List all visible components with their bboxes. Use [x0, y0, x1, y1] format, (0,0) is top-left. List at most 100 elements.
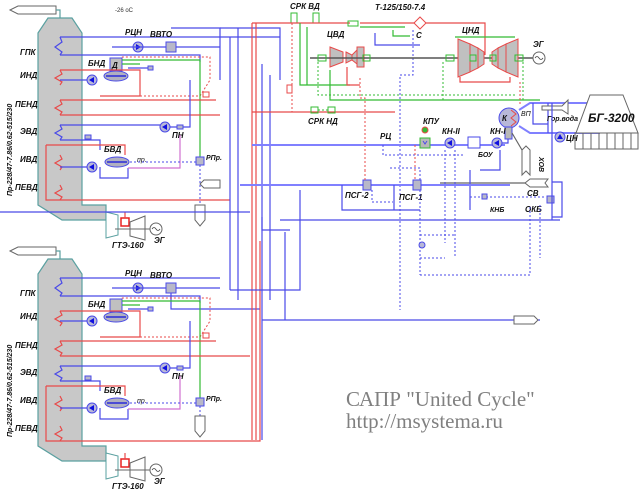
drain-arrow-1: [194, 204, 206, 227]
hp-cylinder-cvd: [329, 46, 344, 68]
section-evd-2: ЭВД: [20, 368, 38, 377]
knb-label: КНБ: [490, 207, 504, 214]
c-label: С: [416, 31, 422, 40]
bnd-label-1: БНД: [88, 59, 105, 68]
rpr-separator-2: [195, 397, 205, 407]
drain-pump: [418, 241, 426, 249]
section-gpk-2: ГПК: [20, 289, 37, 298]
turbine-eg-label: ЭГ: [533, 40, 545, 49]
hrsg-boiler-1: [37, 17, 107, 221]
steam-turbine: Т-125/150-7.4 СРК ВД СРК НД ЦВД ЦНД С: [252, 2, 546, 310]
kpu-label: КПУ: [423, 117, 440, 126]
bou-label: БОУ: [478, 152, 494, 159]
knb-valve: [481, 193, 488, 200]
gte-label-2: ГТЭ-160: [112, 482, 144, 491]
section-pend-2: ПЕНД: [15, 341, 38, 350]
sv-arrow: [524, 178, 549, 188]
outlet-arrow-right: [513, 315, 539, 325]
combustion-chamber-1: [120, 217, 130, 227]
sv-label: СВ: [527, 189, 539, 198]
cvd-label: ЦВД: [327, 30, 345, 39]
bou-unit: [467, 136, 481, 149]
watermark-title: САПР "United Cycle": [346, 387, 535, 411]
pr-label-2: пр.: [137, 398, 147, 405]
boiler-label-1: Пр-228/47-7.86/0.62-515/230: [7, 104, 14, 196]
section-ind-1: ИНД: [20, 71, 38, 80]
kn2-label: КН-II: [442, 127, 461, 136]
valve-pn-1: [176, 124, 184, 130]
hrsg-boiler-2: [37, 258, 107, 462]
psg1-heater: [412, 179, 422, 191]
ambient-temperature: -26 oC: [115, 8, 134, 14]
unit-2: Пр-228/47-7.86/0.62-515/230 ГПК ИНД ПЕНД…: [7, 241, 261, 491]
exhaust-arrow-1: [8, 5, 57, 15]
vvto-label-1: ВВТО: [150, 30, 173, 39]
section-ind-2: ИНД: [20, 312, 38, 321]
vvto-heat-exchanger-1: [165, 41, 177, 53]
cn-label: ЦН: [566, 134, 578, 143]
cnd-label: ЦНД: [462, 26, 480, 35]
hot-water-arrow: [541, 98, 569, 115]
rpr-label-1: РПр.: [206, 155, 222, 162]
valve-evd-1: [84, 134, 92, 140]
valve-ind-1: [147, 65, 154, 71]
psg1-label: ПСГ-1: [399, 193, 423, 202]
d-label-1: Д: [111, 61, 118, 70]
gte-label-1: ГТЭ-160: [112, 241, 144, 250]
cooling-tower-label: БГ-3200: [588, 111, 635, 125]
deaerator-d-2: [109, 298, 123, 313]
gas-turbine-1: [129, 215, 146, 241]
bnd-label-2: БНД: [88, 300, 105, 309]
eg-label-1: ЭГ: [154, 236, 166, 245]
okb-heat-exchanger: [546, 195, 555, 204]
combustion-chamber-2: [120, 458, 130, 468]
pn-label-1: ПН: [172, 131, 184, 140]
section-pevd-1: ПЕВД: [15, 183, 38, 192]
drain-arrow-2: [194, 415, 206, 438]
gas-turbine-2: [129, 456, 146, 482]
section-ivd-2: ИВД: [20, 396, 38, 405]
section-pevd-2: ПЕВД: [15, 424, 38, 433]
separator-c: [413, 16, 427, 30]
section-ivd-1: ИВД: [20, 155, 38, 164]
rcn-label-2: РЦН: [125, 269, 142, 278]
psg2-label: ПСГ-2: [345, 191, 369, 200]
unit-1: Пр-228/47-7.86/0.62-515/230 ГПК ИНД ПЕНД…: [7, 5, 280, 250]
kpu-heat-exchanger: [419, 137, 431, 149]
eg-label-2: ЭГ: [154, 477, 166, 486]
rpr-separator-1: [195, 156, 205, 166]
vvto-label-2: ВВТО: [150, 271, 173, 280]
lp-cylinder-cnd: [457, 38, 471, 78]
kn1-label: КН-I: [490, 127, 506, 136]
srk-vd-valve-1: [290, 12, 298, 24]
hov-arrow: [521, 145, 531, 177]
exhaust-arrow-2: [8, 246, 57, 256]
interconnect-lines: [0, 23, 560, 440]
kpu-valve: [421, 126, 429, 134]
k-label: К: [502, 114, 508, 123]
return-arrow: [199, 179, 221, 189]
section-evd-1: ЭВД: [20, 127, 38, 136]
rc-label: РЦ: [380, 132, 391, 141]
watermark-url: http://msystema.ru: [346, 409, 503, 433]
rcn-label-1: РЦН: [125, 28, 142, 37]
turbine-title: Т-125/150-7.4: [375, 3, 426, 12]
srk-vd-label: СРК ВД: [290, 2, 320, 11]
hov-label: ХОВ: [537, 156, 544, 172]
valve-ind-2: [147, 306, 154, 312]
rpr-label-2: РПр.: [206, 396, 222, 403]
boiler-label-2: Пр-228/47-7.86/0.62-515/230: [7, 345, 14, 437]
bvd-label-2: БВД: [104, 386, 121, 395]
hotwell: [504, 126, 513, 140]
hot-water-label: Гор.вода: [547, 115, 578, 123]
pn-label-2: ПН: [172, 372, 184, 381]
psg2-heater: [362, 179, 372, 191]
section-gpk-1: ГПК: [20, 48, 37, 57]
section-pend-1: ПЕНД: [15, 100, 38, 109]
okb-label: ОКБ: [525, 205, 542, 214]
bvd-label-1: БВД: [104, 145, 121, 154]
pr-label-1: пр.: [137, 157, 147, 164]
vp-label: ВП: [521, 111, 532, 118]
condenser-system: К ВП Гор.вода БГ-3200 ЦН РЦ КПУ: [199, 94, 639, 276]
